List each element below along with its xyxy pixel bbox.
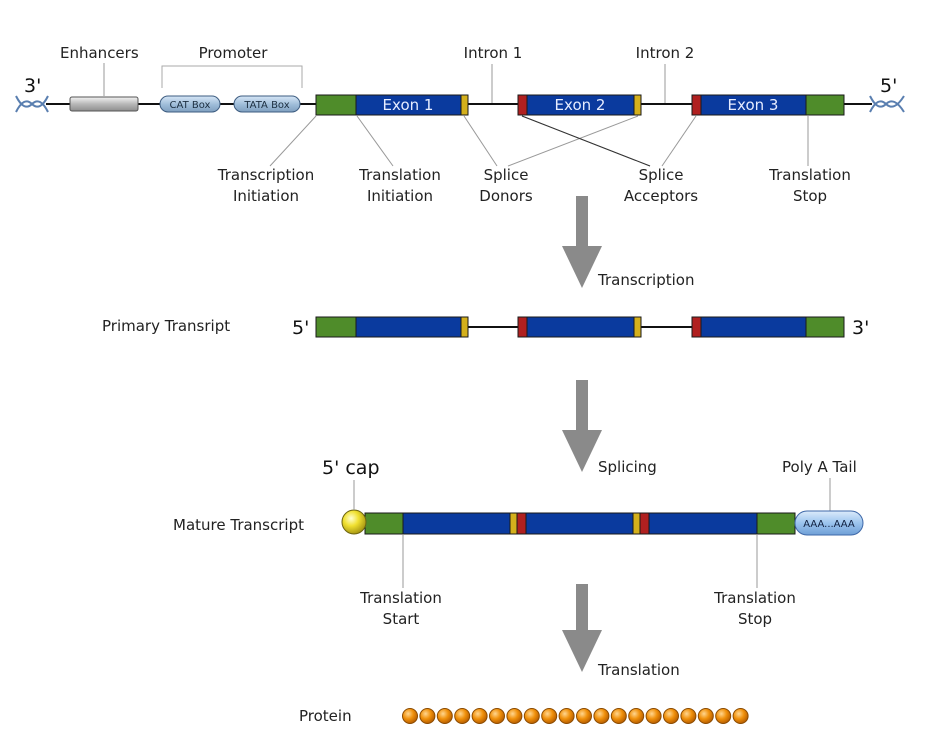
amino-acid-bead (506, 708, 523, 724)
transcription-step-label: Transcription (597, 271, 694, 289)
splicing-step-label: Splicing (598, 458, 657, 476)
amino-acid-bead (628, 708, 645, 724)
gene-segments (315, 94, 845, 116)
gene-donor-1 (460, 94, 469, 116)
translation-stop-line2: Stop (793, 187, 827, 205)
amino-acid-bead (541, 708, 558, 724)
amino-acid-bead (523, 708, 540, 724)
amino-acid-bead (697, 708, 714, 724)
amino-acid-bead (645, 708, 662, 724)
promoter-bracket (161, 65, 303, 88)
poly-a-sequence: AAA...AAA (803, 519, 855, 530)
promoter-label: Promoter (199, 44, 269, 62)
mature-translation-stop-line1: Translation (713, 589, 796, 607)
poly-a-tail-label: Poly A Tail (782, 458, 857, 476)
tata-box-label: TATA Box (243, 100, 289, 111)
splicing-arrow-icon (562, 380, 602, 472)
amino-acid-bead (732, 708, 749, 724)
intron-1-label: Intron 1 (464, 44, 523, 62)
splice-acceptors-line1: Splice (639, 166, 684, 184)
poly-a-tail (794, 510, 864, 536)
translation-initiation-line2: Initiation (367, 187, 433, 205)
amino-acid-bead (663, 708, 679, 724)
cat-box-label: CAT Box (170, 100, 211, 111)
enhancer-element (69, 96, 139, 112)
amino-acid-bead (715, 708, 732, 724)
splice-donors-line1: Splice (484, 166, 529, 184)
mature-transcript-label: Mature Transcript (173, 516, 304, 534)
mature-translation-start-line1: Translation (359, 589, 442, 607)
exon-3-label: Exon 3 (728, 96, 779, 114)
five-prime-cap-icon (341, 509, 367, 535)
primary-segments (315, 316, 845, 338)
exon-2-label: Exon 2 (555, 96, 606, 114)
dna-helix-right-icon (869, 95, 905, 113)
amino-acid-bead (471, 708, 488, 724)
mature-translation-start-line2: Start (383, 610, 420, 628)
splice-donors-line2: Donors (479, 187, 533, 205)
translation-step-label: Translation (597, 661, 680, 679)
gene-utr-3 (805, 94, 845, 116)
gene-annotation-leaders (269, 115, 809, 167)
primary-right-end-label: 3' (852, 317, 869, 339)
gene-acceptor-1 (517, 94, 528, 116)
cap-label: 5' cap (322, 457, 380, 479)
transcription-initiation-line2: Initiation (233, 187, 299, 205)
amino-acid-bead (610, 708, 627, 724)
amino-acid-bead (593, 708, 610, 724)
amino-acid-bead (419, 708, 436, 724)
gene-acceptor-2 (691, 94, 702, 116)
transcription-arrow-icon (562, 196, 602, 288)
dna-helix-left-icon (15, 95, 49, 113)
cat-box (159, 95, 221, 113)
translation-arrow-icon (562, 584, 602, 672)
protein-chain (402, 708, 749, 724)
gene-utr-5 (315, 94, 357, 116)
gene-right-end-label: 5' (880, 75, 897, 97)
enhancers-label: Enhancers (60, 44, 139, 62)
primary-left-end-label: 5' (292, 317, 309, 339)
amino-acid-bead (680, 708, 697, 724)
intron-2-label: Intron 2 (636, 44, 695, 62)
protein-label: Protein (299, 707, 352, 725)
splice-acceptors-line2: Acceptors (624, 187, 698, 205)
transcription-initiation-line1: Transcription (217, 166, 314, 184)
amino-acid-bead (436, 708, 453, 724)
gene-donor-2 (633, 94, 642, 116)
translation-stop-line1: Translation (768, 166, 851, 184)
amino-acid-bead (454, 708, 471, 724)
amino-acid-bead (402, 708, 418, 724)
exon-1-label: Exon 1 (383, 96, 434, 114)
gene-left-end-label: 3' (24, 75, 41, 97)
amino-acid-bead (489, 708, 505, 724)
amino-acid-bead (558, 708, 575, 724)
tata-box (233, 95, 301, 113)
mature-translation-stop-line2: Stop (738, 610, 772, 628)
amino-acid-bead (576, 708, 592, 724)
primary-transcript-label: Primary Transript (102, 317, 230, 335)
splice-leaders-dark (521, 115, 651, 167)
translation-initiation-line1: Translation (358, 166, 441, 184)
mature-segments (364, 512, 796, 535)
